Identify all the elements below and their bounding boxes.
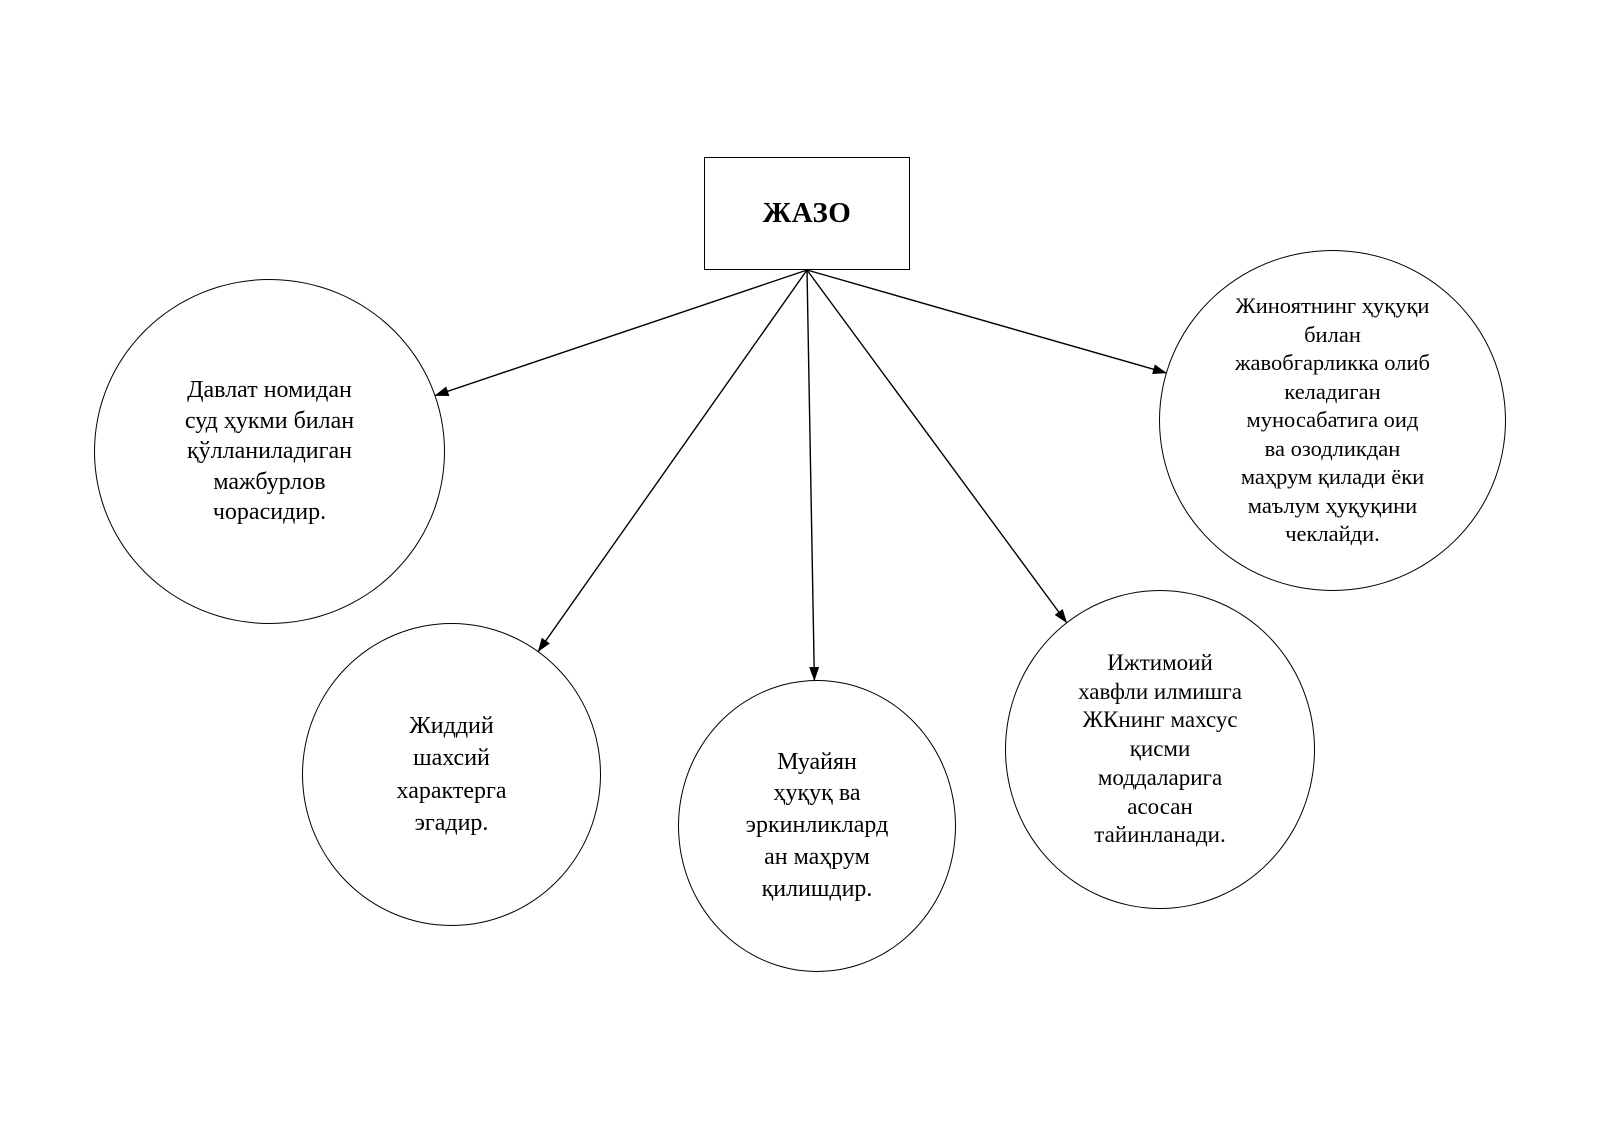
- definition-node-3: Муайян ҳуқуқ ва эркинликлард ан маҳрум қ…: [678, 680, 956, 972]
- connector-arrow-4: [806, 269, 1067, 624]
- definition-node-3-text: Муайян ҳуқуқ ва эркинликлард ан маҳрум қ…: [745, 748, 889, 902]
- definition-node-4-text: Ижтимоий хавфли илмишга ЖКнинг махсус қи…: [1078, 649, 1242, 848]
- definition-node-1-text: Давлат номидан суд ҳукми билан қўлланила…: [184, 377, 355, 526]
- definition-node-2-text: Жиддий шахсий характерга эгадир.: [396, 712, 507, 836]
- connector-arrow-1: [434, 269, 808, 397]
- root-title: ЖАЗО: [762, 197, 852, 229]
- definition-node-1: Давлат номидан суд ҳукми билан қўлланила…: [94, 279, 445, 624]
- connector-arrow-3: [806, 269, 820, 682]
- connector-arrow-2: [537, 269, 808, 653]
- definition-node-4: Ижтимоий хавфли илмишга ЖКнинг махсус қи…: [1005, 590, 1315, 909]
- definition-node-5-text: Жиноятнинг ҳуқуқи билан жавобгарликка ол…: [1235, 292, 1430, 547]
- root-node-box: ЖАЗО: [704, 157, 910, 270]
- definition-node-2: Жиддий шахсий характерга эгадир.: [302, 623, 601, 926]
- definition-node-5: Жиноятнинг ҳуқуқи билан жавобгарликка ол…: [1159, 250, 1506, 591]
- connector-arrow-5: [806, 269, 1167, 375]
